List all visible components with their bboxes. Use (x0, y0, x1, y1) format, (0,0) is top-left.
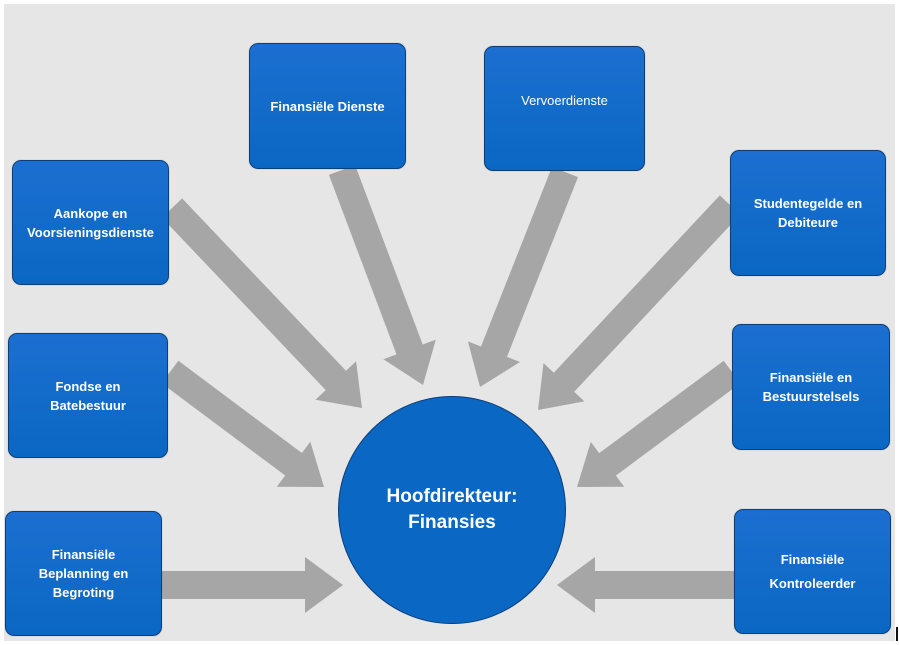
box-label: Finansiële Beplanning en Begroting (38, 547, 129, 600)
box-label: Finansiële en Bestuurstelsels (762, 370, 860, 404)
arrow-from-finansiele-dienste (328, 165, 436, 385)
arrow-from-aankope (161, 198, 362, 408)
center-label: Hoofdirekteur: Finansies (386, 486, 518, 533)
box-finansiele-dienste: Finansiële Dienste (249, 43, 406, 169)
box-label: Studentegelde en Debiteure (753, 196, 863, 230)
box-label: Fondse en Batebestuur (50, 378, 126, 413)
arrow-from-bestuurstelsels (577, 360, 741, 487)
box-fondse-en-batebestuur: Fondse en Batebestuur (8, 333, 168, 458)
box-label: Vervoerdienste (521, 93, 608, 108)
box-finansiele-kontroleerder: Finansiële Kontroleerder (734, 509, 891, 634)
arrow-from-studentegelde (538, 195, 741, 410)
box-studentegelde-en-debiteure: Studentegelde en Debiteure (730, 150, 886, 276)
box-aankope-en-voorsieningsdienste: Aankope en Voorsieningsdienste (12, 160, 169, 285)
arrow-from-kontroleerder (557, 557, 734, 613)
box-label: Finansiële Kontroleerder (769, 551, 856, 591)
arrow-from-vervoerdienste (467, 166, 578, 387)
box-finansiele-beplanning-en-begroting: Finansiële Beplanning en Begroting (5, 511, 162, 636)
arrow-from-beplanning (162, 557, 343, 613)
arrow-from-fondse (161, 360, 324, 487)
box-finansiele-en-bestuurstelsels: Finansiële en Bestuurstelsels (732, 324, 890, 450)
box-label: Finansiële Dienste (270, 98, 385, 114)
box-vervoerdienste: Vervoerdienste (484, 46, 645, 171)
center-node-hoofdirekteur: Hoofdirekteur: Finansies (338, 396, 566, 624)
box-label: Aankope en Voorsieningsdienste (27, 205, 154, 240)
text-cursor (896, 627, 898, 641)
